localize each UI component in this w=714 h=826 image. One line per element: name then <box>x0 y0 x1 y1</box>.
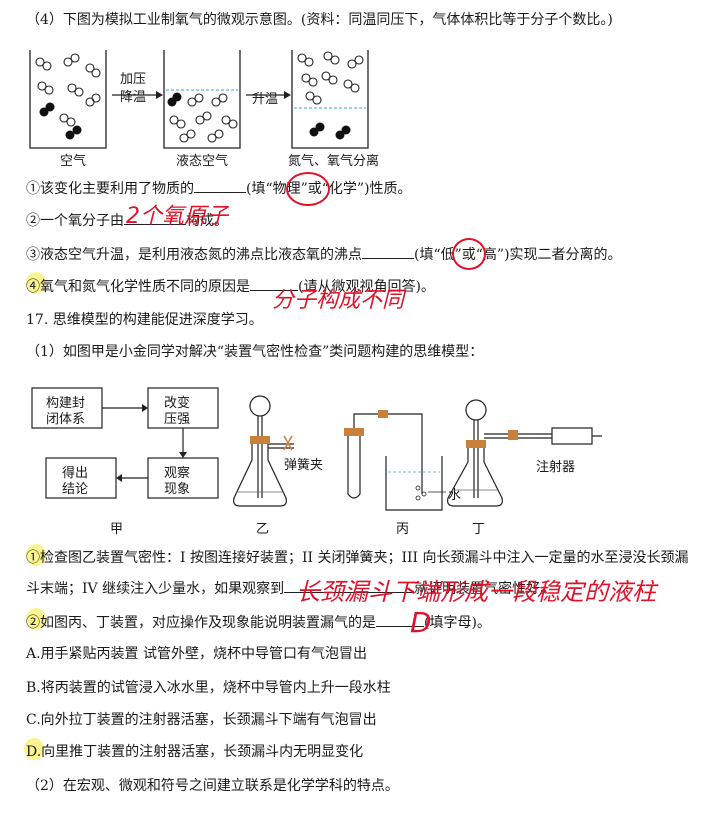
option-a: A.用手紧贴丙装置 试管外壁，烧杯中导管口有气泡冒出 <box>26 646 368 662</box>
circle-mark-low <box>452 238 486 270</box>
circle-mark-physical <box>286 172 330 206</box>
label-spring-clip: 弹簧夹 <box>284 458 324 473</box>
q16-s1: ①该变化主要利用了物质的(填“物理”或“化学”)性质。 <box>26 178 412 199</box>
apparatus-figure <box>31 387 602 511</box>
label-bing: 丙 <box>396 522 410 537</box>
label-yi: 乙 <box>256 522 270 537</box>
flow-box1-line2: 闭体系 <box>46 412 86 427</box>
handwritten-answer-4: 分子构成不同 <box>272 288 405 313</box>
option-d: D.向里推丁装置的注射器活塞，长颈漏斗内无明显变化 <box>26 744 364 760</box>
option-b: B.将丙装置的试管浸入冰水里，烧杯中导管内上升一段水柱 <box>26 680 391 696</box>
option-c: C.向外拉丁装置的注射器活塞，长颈漏斗下端有气泡冒出 <box>26 712 377 728</box>
label-jia: 甲 <box>110 522 124 537</box>
highlight-option-d <box>24 738 44 760</box>
q16-s4: ④氧气和氮气化学性质不同的原因是(请从微观视角回答)。 <box>26 276 435 297</box>
flow-box3-line1: 观察 <box>164 466 191 481</box>
q16-intro: （4）下图为模拟工业制氧气的微观示意图。(资料：同温同压下，气体体积比等于分子个… <box>26 12 613 28</box>
label-syringe: 注射器 <box>536 460 576 475</box>
q17-part1: （1）如图甲是小金同学对解决“装置气密性检查”类问题构建的思维模型： <box>26 344 484 360</box>
highlight-q2 <box>26 608 46 630</box>
q16-s2: ②一个氧分子由构成。 <box>26 210 228 231</box>
handwritten-answer-2: 2个氧原子 <box>126 204 228 229</box>
handwritten-answer-q2: D <box>410 606 432 639</box>
highlight-q1 <box>26 544 46 566</box>
step-pressurize: 加压 <box>120 72 147 87</box>
step-cool: 降温 <box>120 90 147 105</box>
q16-s3: ③液态空气升温，是利用液态氮的沸点比液态氧的沸点(填“低”或“高”)实现二者分离… <box>26 244 622 265</box>
q17-q1-line2: 斗末端；IV 继续注入少量水，如果观察到就证明装置气密性好。 <box>26 578 554 599</box>
q17-title: 17. 思维模型的构建能促进深度学习。 <box>26 312 263 328</box>
flow-box1-line1: 构建封 <box>46 396 86 411</box>
flow-box2-line2: 压强 <box>164 412 191 427</box>
q17-q2: ②如图丙、丁装置，对应操作及现象能说明装置漏气的是(填字母)。 <box>26 612 491 633</box>
flow-box2-line1: 改变 <box>164 396 191 411</box>
label-ding: 丁 <box>472 522 486 537</box>
q17-part2: （2）在宏观、微观和符号之间建立联系是化学学科的特点。 <box>26 778 399 794</box>
flow-box3-line2: 现象 <box>164 482 191 497</box>
q17-q1-line1: ①检查图乙装置气密性：I 按图连接好装置；II 关闭弹簧夹；III 向长颈漏斗中… <box>26 550 689 566</box>
label-air: 空气 <box>60 154 87 169</box>
flow-box4-line1: 得出 <box>62 466 89 481</box>
step-heat: 升温 <box>252 92 279 107</box>
highlight-s4 <box>26 272 46 294</box>
label-separation: 氮气、氧气分离 <box>288 154 380 169</box>
label-water: 水 <box>448 488 462 503</box>
flow-box4-line2: 结论 <box>62 482 89 497</box>
label-liquid-air: 液态空气 <box>176 154 229 169</box>
handwritten-answer-q1: 长颈漏斗下端形成一段稳定的液柱 <box>296 578 656 606</box>
oxygen-production-diagram <box>29 50 369 149</box>
